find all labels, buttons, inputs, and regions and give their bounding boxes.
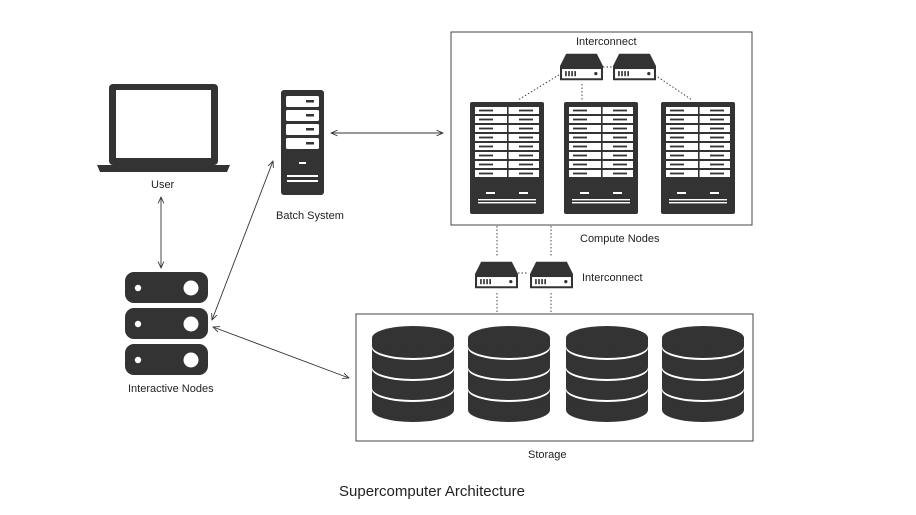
- database-icon: [566, 326, 648, 422]
- storage-label: Storage: [528, 449, 567, 461]
- database-icon: [662, 326, 744, 422]
- storage-frame: [355, 313, 754, 442]
- rack-server-icon: [661, 102, 735, 214]
- server-stack-icon: [125, 272, 208, 375]
- rack-server-icon: [470, 102, 544, 214]
- tower-server-icon: [281, 90, 324, 195]
- interconnect-mid-label: Interconnect: [582, 272, 643, 284]
- database-icon: [468, 326, 550, 422]
- network-switch-icon: [475, 261, 518, 289]
- laptop-icon: [97, 84, 230, 172]
- database-icon: [372, 326, 454, 422]
- network-switch-icon: [560, 53, 603, 81]
- interconnect-top-label: Interconnect: [576, 36, 637, 48]
- network-switch-icon: [613, 53, 656, 81]
- rack-server-icon: [564, 102, 638, 214]
- compute-nodes-label: Compute Nodes: [580, 233, 660, 245]
- diagram-caption: Supercomputer Architecture: [339, 483, 525, 500]
- interconnect-links: [496, 66, 693, 314]
- user-label: User: [151, 179, 175, 191]
- interactive-storage-arrow: [213, 327, 349, 378]
- interactive-batch-arrow: [212, 161, 273, 320]
- interactive-nodes-label: Interactive Nodes: [128, 383, 214, 395]
- compute-nodes-frame: [450, 31, 753, 226]
- network-switch-icon: [530, 261, 573, 289]
- batch-system-label: Batch System: [276, 210, 344, 222]
